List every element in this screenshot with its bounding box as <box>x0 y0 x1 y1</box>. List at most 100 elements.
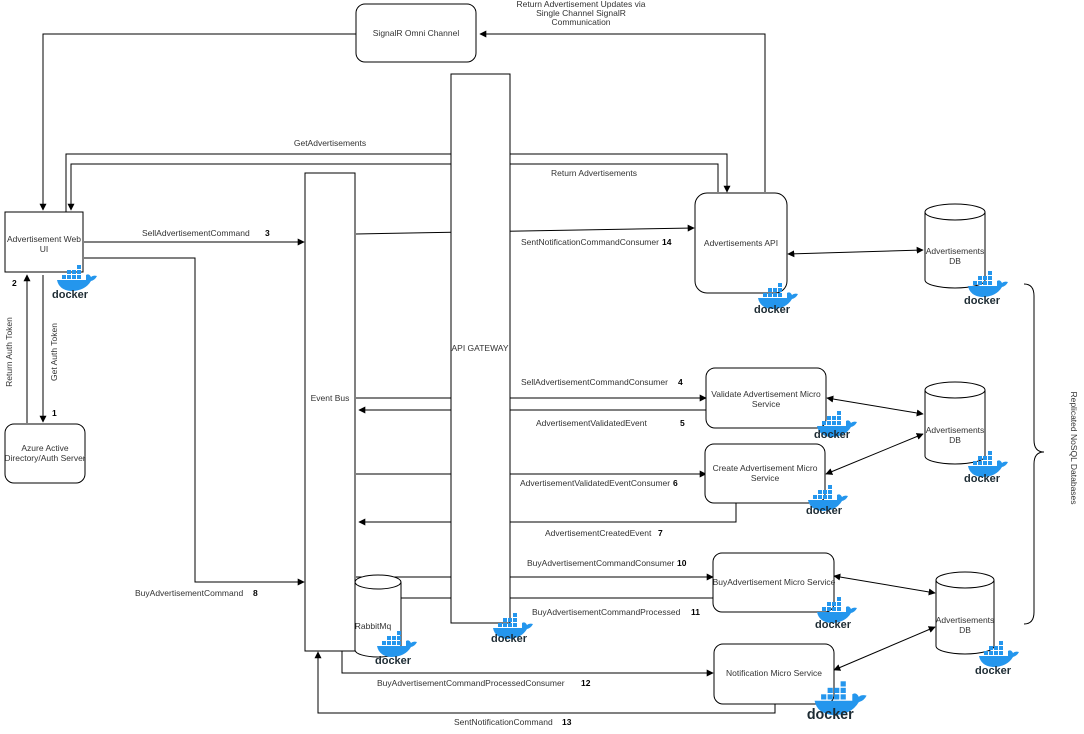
validate-service-label-line2: Service <box>752 399 781 409</box>
edge-labels: Return Advertisement Updates via Single … <box>4 0 700 727</box>
edge-sent-notification-consumer <box>355 224 695 235</box>
edge-sent-notification-command <box>314 651 776 714</box>
buy-processed-number: 11 <box>691 607 700 617</box>
docker-wordmark: docker <box>806 505 843 517</box>
edge-create-db <box>825 433 924 475</box>
edge-return-advertisements <box>67 163 719 211</box>
validated-event-label: AdvertisementValidatedEvent <box>536 418 648 428</box>
buy-consumer-label: BuyAdvertisementCommandConsumer <box>527 558 675 568</box>
event-bus-label: Event Bus <box>311 393 350 403</box>
buy-processed-consumer-label: BuyAdvertisementCommandProcessedConsumer <box>377 678 565 688</box>
docker-wordmark: docker <box>52 289 89 301</box>
sell-consumer-number: 4 <box>678 377 683 387</box>
buy-command-number: 8 <box>253 588 258 598</box>
docker-wordmark: docker <box>975 665 1012 677</box>
sent-notification-command-number: 13 <box>562 717 572 727</box>
edge-buy-db <box>833 573 936 596</box>
docker-wordmark: docker <box>964 295 1001 307</box>
rabbitmq-top <box>354 574 402 590</box>
docker-logo-validate: docker <box>814 411 857 441</box>
rabbitmq-body <box>354 582 402 658</box>
db-1-label-line1: Advertisements <box>926 246 985 256</box>
docker-logo-gateway: docker <box>491 613 533 645</box>
validate-service-node[interactable] <box>705 367 827 429</box>
web-ui-node[interactable] <box>4 211 84 273</box>
create-service-label-line1: Create Advertisement Micro <box>713 463 818 473</box>
azure-ad-label-line2: Directory/Auth Server <box>4 453 85 463</box>
event-bus-node[interactable] <box>304 172 356 652</box>
sent-notification-consumer-number: 14 <box>662 237 672 247</box>
edge-created-event <box>358 503 737 526</box>
signalr-label: SignalR Omni Channel <box>373 28 460 38</box>
create-service-node[interactable] <box>704 443 826 504</box>
created-event-number: 7 <box>658 528 663 538</box>
validated-event-consumer-label: AdvertisementValidatedEventConsumer <box>520 478 670 488</box>
return-advertisements-label: Return Advertisements <box>551 168 637 178</box>
edge-api-to-signalr <box>479 30 766 192</box>
validated-event-number: 5 <box>680 418 685 428</box>
signalr-return-label-line3: Communication <box>551 17 610 27</box>
advertisements-db-2[interactable]: Advertisements DB <box>924 381 986 465</box>
rabbitmq-label: RabbitMq <box>355 621 392 631</box>
return-auth-token-number: 2 <box>12 278 17 288</box>
advertisements-db-3[interactable]: Advertisements DB <box>935 571 995 655</box>
db-1-label-line2: DB <box>949 256 961 266</box>
docker-wordmark: docker <box>754 304 791 316</box>
docker-logo-api: docker <box>754 283 798 316</box>
docker-wordmark: docker <box>814 429 851 441</box>
advertisements-db-1[interactable]: Advertisements DB <box>924 203 986 289</box>
signalr-return-label-line1: Return Advertisement Updates via <box>517 0 646 9</box>
db-2-label-line1: Advertisements <box>926 425 985 435</box>
advertisements-api-node[interactable] <box>694 192 788 294</box>
docker-wordmark: docker <box>375 655 412 667</box>
advertisements-api-label: Advertisements API <box>704 238 778 248</box>
buy-service-node[interactable] <box>712 552 835 613</box>
docker-logo-db2: docker <box>964 451 1008 485</box>
edge-signalr-to-webui <box>39 33 356 211</box>
docker-logo-db1: docker <box>964 271 1008 307</box>
edge-buy-command <box>84 257 305 586</box>
notification-service-node[interactable] <box>713 643 835 705</box>
buy-service-label: BuyAdvertisement Micro Service <box>713 577 836 587</box>
create-service-label-line2: Service <box>751 473 780 483</box>
db-1-top <box>924 203 986 221</box>
docker-logo-rabbitmq: docker <box>375 631 417 667</box>
docker-wordmark: docker <box>964 473 1001 485</box>
buy-consumer-number: 10 <box>677 558 687 568</box>
db-2-top <box>924 381 986 399</box>
replicated-brace <box>1023 283 1045 625</box>
buy-processed-consumer-number: 12 <box>581 678 591 688</box>
web-ui-label-line2: UI <box>40 244 49 254</box>
edge-api-db <box>787 246 924 258</box>
get-advertisements-label: GetAdvertisements <box>294 138 366 148</box>
buy-command-label: BuyAdvertisementCommand <box>135 588 243 598</box>
api-gateway-node[interactable] <box>450 73 511 624</box>
db-2-label-line2: DB <box>949 435 961 445</box>
docker-logo-webui: docker <box>52 265 97 301</box>
azure-ad-node[interactable] <box>4 423 86 484</box>
docker-logo-buy: docker <box>815 597 857 631</box>
docker-wordmark: docker <box>815 619 852 631</box>
sell-consumer-label: SellAdvertisementCommandConsumer <box>521 377 668 387</box>
docker-logo-notification: docker <box>807 681 867 723</box>
signalr-node[interactable] <box>355 3 477 63</box>
docker-logo-db3: docker <box>975 641 1019 677</box>
sent-notification-command-label: SentNotificationCommand <box>454 717 553 727</box>
db-3-label-line2: DB <box>959 625 971 635</box>
docker-logo-create: docker <box>806 485 848 517</box>
get-auth-token-label: Get Auth Token <box>49 323 59 381</box>
docker-wordmark: docker <box>491 633 528 645</box>
db-3-top <box>935 571 995 589</box>
web-ui-label-line1: Advertisement Web <box>7 234 81 244</box>
docker-wordmark: docker <box>807 707 854 723</box>
api-gateway-label: API GATEWAY <box>452 343 509 353</box>
edge-notification-db <box>833 626 936 671</box>
validated-event-consumer-number: 6 <box>673 478 678 488</box>
azure-ad-label-line1: Azure Active <box>21 443 69 453</box>
edge-get-advertisements <box>65 153 731 212</box>
sell-command-number: 3 <box>265 228 270 238</box>
sent-notification-consumer-label: SentNotificationCommandConsumer <box>521 237 659 247</box>
edge-validate-db <box>826 395 924 417</box>
replicated-label: Replicated NoSQL Databases <box>1069 391 1079 504</box>
